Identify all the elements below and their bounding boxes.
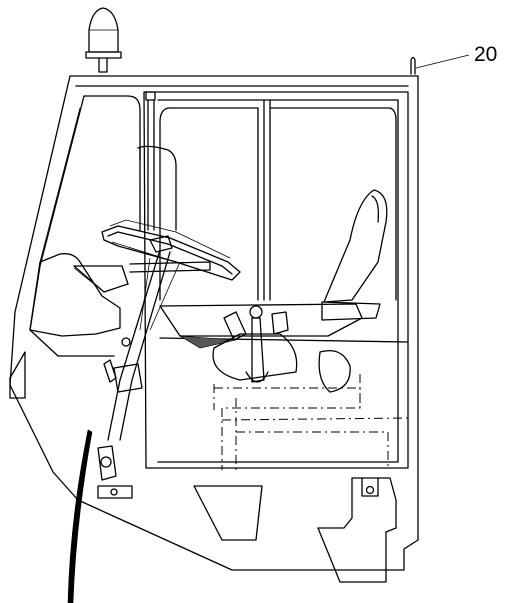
callout-number-20: 20 [474, 43, 498, 66]
driver-seat [321, 189, 388, 321]
beacon-light [85, 7, 122, 73]
steering-wheel [101, 219, 241, 281]
step-plate [9, 351, 26, 399]
cab-floor [159, 303, 409, 349]
dashboard-console [29, 253, 211, 337]
door-post [137, 91, 177, 231]
lower-panel-cutouts [193, 477, 397, 583]
callout-leader-line [415, 54, 470, 69]
steering-column [97, 249, 181, 499]
hidden-frame [213, 374, 409, 470]
cab-outline [9, 75, 419, 571]
hydraulic-hose [67, 429, 93, 603]
foot-controls [212, 305, 351, 393]
roof-antenna [410, 56, 416, 75]
